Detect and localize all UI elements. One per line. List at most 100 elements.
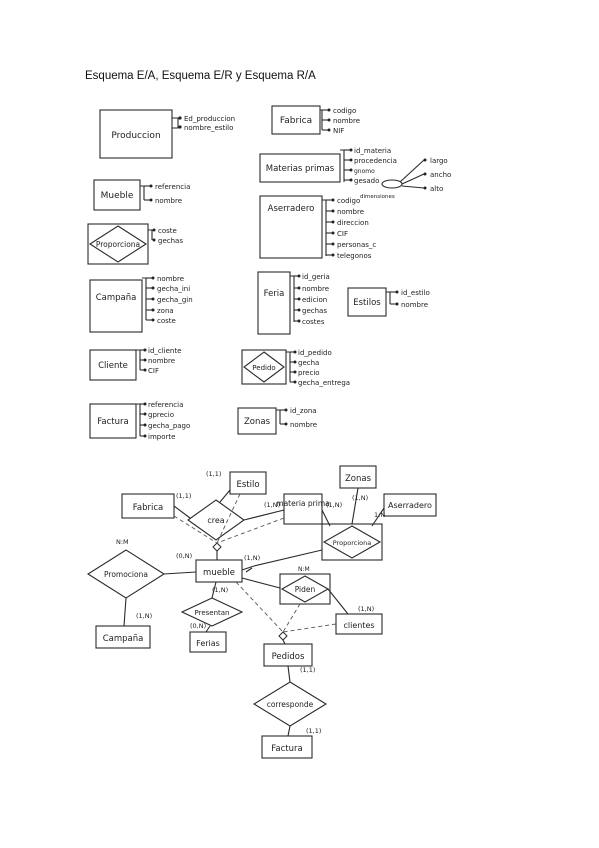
er-entity-label: Factura [271,744,302,754]
ea-entity-label: Materias primas [266,164,335,174]
ea-attr: zona [157,307,174,315]
cardinality-label: (1,N) [212,586,228,594]
ea-entity-label: Fabrica [280,116,312,126]
cardinality-label: (1,N) [352,494,368,502]
er-relation-crea: crea [187,499,245,541]
ea-attr: dimensiones [360,194,395,200]
cardinality-label: (1,N) [326,501,342,509]
ea-attr: gecha_gin [157,296,193,304]
ea-attr: nombre [337,208,364,216]
er-entity-label: clientes [343,621,374,630]
ea-attr: costes [302,318,325,326]
er-relation-presentan: Presentan [180,597,244,627]
ea-entity-produccion: Produccion Ed_produccion nombre_estilo [99,109,235,159]
ea-attr: nombre [401,301,428,309]
ea-attr: edicion [302,296,327,304]
er-dashed-connectors [173,493,337,633]
ea-attr: id_estilo [401,289,430,297]
ea-attr: id_zona [290,407,317,415]
ea-attr: referencia [155,183,190,191]
er-entity-mueble: mueble (0,N) (1,N) (1,N) [176,552,260,594]
er-entity-label: Aserradero [388,501,432,510]
ea-attr: CIF [148,367,159,375]
er-entity-label: materia prima [276,499,329,508]
ea-attr: gecha_entrega [298,379,350,387]
er-entity-fabrica: Fabrica (1,1) [121,492,191,519]
ea-attr: ancho [430,171,451,179]
ea-attr: gesado [354,177,379,185]
cardinality-label: (0,N) [176,552,192,560]
ea-entity-label: Campaña [96,293,137,303]
ea-attr: nombre [302,285,329,293]
ea-attr: precio [298,369,320,377]
ea-entity-label: Feria [264,289,285,299]
ea-attr: gechas [158,237,183,245]
ea-attr: id_geria [302,273,330,281]
ea-attr: Ed_produccion [184,115,235,123]
er-entity-label: Ferias [196,639,220,648]
ea-attr: nombre [333,117,360,125]
ea-attr: largo [430,157,448,165]
cardinality-label: (0,N) [190,622,206,630]
er-entity-label: Zonas [345,474,372,484]
er-entity-aserradero: Aserradero 1:N [374,493,437,519]
ea-attr: personas_c [337,241,376,249]
ea-attr: direccion [337,219,369,227]
ea-attr: importe [148,433,175,441]
er-entity-label: Campaña [103,634,144,644]
ea-attr: nombre [148,357,175,365]
ea-attr: coste [158,227,177,235]
er-entity-zonas: Zonas (1,N) [339,465,377,502]
ea-attr: gechas [302,307,327,315]
cardinality-label: (1,N) [264,501,280,509]
er-entity-ferias: Ferias (0,N) [189,622,227,653]
ea-attr: gecha [298,359,319,367]
er-relation-label: Piden [295,585,316,594]
ea-attr: id_materia [354,147,391,155]
cardinality-label: (1,N) [136,612,152,620]
ea-entity-pedido: Pedido id_pedido gecha precio gecha_entr… [241,349,350,387]
er-relation-label: Presentan [195,609,230,617]
cardinality-label: (1,1) [206,470,221,478]
ea-attr: gecha_ini [157,285,190,293]
cardinality-label: N:M [116,538,129,546]
ea-attr: nombre [157,275,184,283]
ea-attr: nombre [155,197,182,205]
er-connectors [123,487,385,737]
ea-entity-label: Estilos [353,298,381,308]
ea-attr: codigo [333,107,356,115]
cardinality-label: (1,1) [306,727,321,735]
er-entity-estilo: Estilo (1,1) [206,470,267,495]
page-title: Esquema E/A, Esquema E/R y Esquema R/A [85,70,316,82]
ea-entity-label: Aserradero [268,204,315,214]
er-entity-label: Estilo [236,480,259,490]
ea-entity-label: Zonas [244,417,271,427]
er-entity-campana: Campaña (1,N) [95,612,152,649]
ea-entity-aserradero: Aserradero codigo nombre direccion CIF p… [259,195,376,260]
ea-attr: referencia [148,401,183,409]
er-relation-label: Promociona [104,570,148,579]
ea-attr: telegonos [337,252,372,260]
ea-entity-factura: Factura referencia gprecio gecha_pago im… [89,401,190,441]
ea-attr: NIF [333,127,344,135]
er-relation-promociona: Promociona N:M [86,538,166,599]
ea-entity-label: Cliente [98,361,128,371]
ea-entity-campana: Campaña nombre gecha_ini gecha_gin zona … [89,275,193,333]
ea-entity-cliente: Cliente id_cliente nombre CIF [89,347,181,381]
ea-entity-label: Produccion [111,131,160,141]
er-relation-label: corresponde [267,700,314,709]
ea-attr: id_cliente [148,347,181,355]
ea-attr: alto [430,185,443,193]
cardinality-label: (1,1) [300,666,315,674]
ea-entity-estilos: Estilos id_estilo nombre [347,287,430,317]
er-entity-label: mueble [203,568,235,578]
ea-attr: procedencia [354,157,397,165]
er-relation-corresponde: corresponde [252,681,328,727]
er-entity-factura: Factura (1,1) [261,727,321,759]
ea-entity-zonas: Zonas id_zona nombre [237,407,317,435]
er-relation-label: Proporciona [333,539,371,547]
ea-attr: gnomo [354,168,375,175]
ea-entity-materias-primas: Materias primas id_materia procedencia g… [259,147,451,200]
cardinality-label: (1,1) [176,492,191,500]
er-relation-proporciona: Proporciona [321,523,383,561]
